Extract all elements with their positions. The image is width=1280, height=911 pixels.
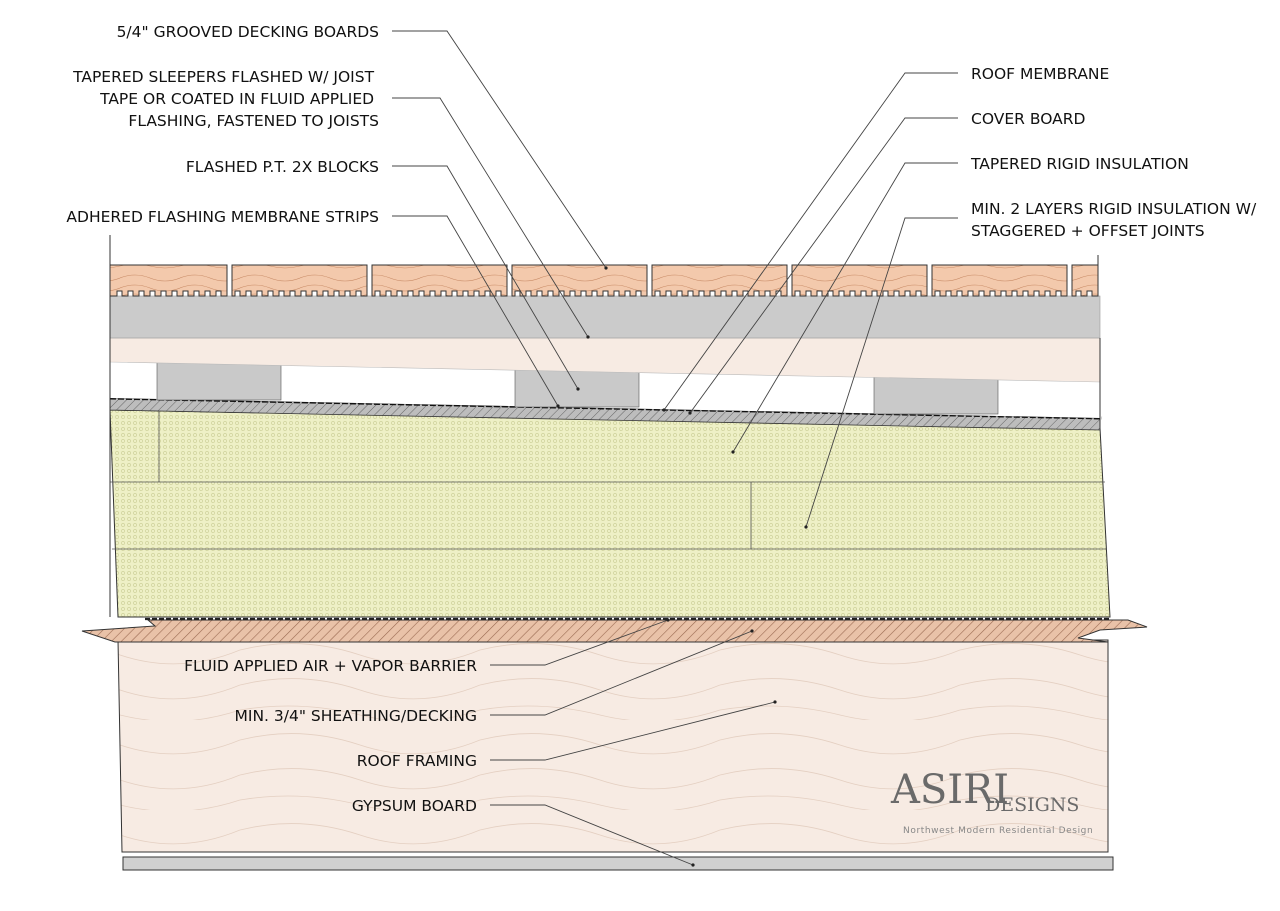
decking-boards [109,264,1099,297]
label-rigid-layers: MIN. 2 LAYERS RIGID INSULATION W/ STAGGE… [971,200,1261,240]
decking-board [791,264,928,297]
label-pt-blocks: FLASHED P.T. 2X BLOCKS [186,158,379,176]
logo-main: ASIRI [890,767,1009,813]
joist-flashing-band [109,295,1101,339]
decking-board [371,264,508,297]
rigid-insulation [109,409,1111,618]
label-decking-boards: 5/4" GROOVED DECKING BOARDS [117,23,379,41]
logo-sub: DESIGNS [985,794,1079,816]
label-roof-membrane: ROOF MEMBRANE [971,65,1109,83]
label-air-vapor-barrier: FLUID APPLIED AIR + VAPOR BARRIER [184,657,477,675]
sheathing-decking [81,619,1148,643]
label-flashing-strips: ADHERED FLASHING MEMBRANE STRIPS [66,208,379,226]
pt-block [873,376,999,415]
decking-board [931,264,1068,297]
logo-tagline: Northwest Modern Residential Design [903,826,1093,836]
decking-board [231,264,368,297]
leader-lines [392,30,958,866]
decking-board [651,264,788,297]
label-tapered-insulation: TAPERED RIGID INSULATION [970,155,1189,173]
leader-arrowheads [556,266,808,867]
label-tapered-sleepers: TAPERED SLEEPERS FLASHED W/ JOIST TAPE O… [72,68,379,130]
decking-board [511,264,648,297]
gypsum-board [122,856,1114,871]
label-roof-framing: ROOF FRAMING [357,752,477,770]
label-cover-board: COVER BOARD [971,110,1086,128]
asiri-designs-logo: ASIRI DESIGNS Northwest Modern Residenti… [890,767,1093,836]
decking-board [109,264,228,297]
label-gypsum-board: GYPSUM BOARD [352,797,477,815]
pt-block [156,361,282,401]
decking-board [1071,264,1099,297]
label-sheathing: MIN. 3/4" SHEATHING/DECKING [235,707,478,725]
